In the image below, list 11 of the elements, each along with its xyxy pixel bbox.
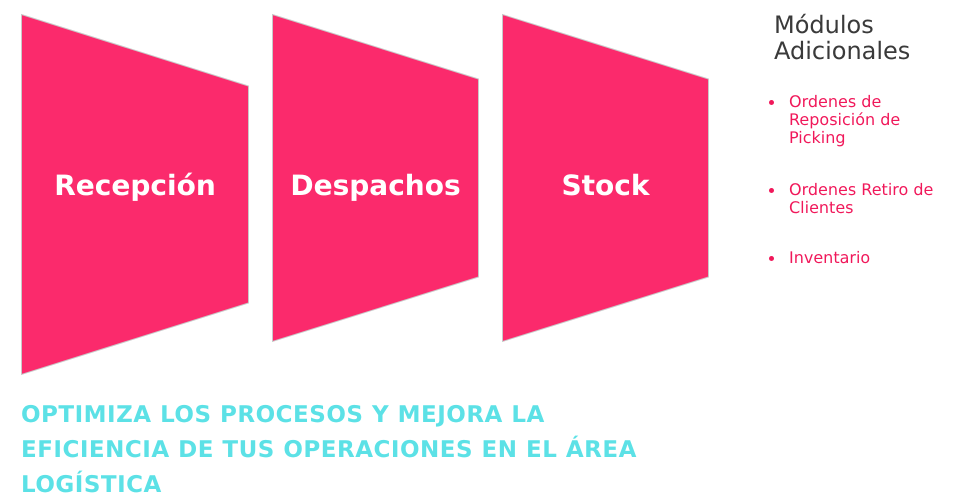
step-label: Stock	[560, 170, 651, 202]
list-item-text: Ordenes Retiro de Clientes	[789, 181, 934, 217]
tagline-text: OPTIMIZA LOS PROCESOS Y MEJORA LA EFICIENCIA DE TUS OPERACIONES EN EL ÁREA LOGÍSTICA	[21, 401, 638, 500]
step-label: Despachos	[289, 170, 462, 202]
trapezoid-shape	[502, 14, 709, 342]
list-item-text: Ordenes de Reposición de Picking	[789, 93, 902, 147]
step-label: Recepción	[53, 170, 217, 202]
trapezoid-shape	[272, 14, 479, 342]
list-item-text: Inventario	[789, 249, 872, 267]
trapezoid-shape	[21, 14, 249, 375]
section-heading: Módulos Adicionales	[774, 12, 912, 64]
